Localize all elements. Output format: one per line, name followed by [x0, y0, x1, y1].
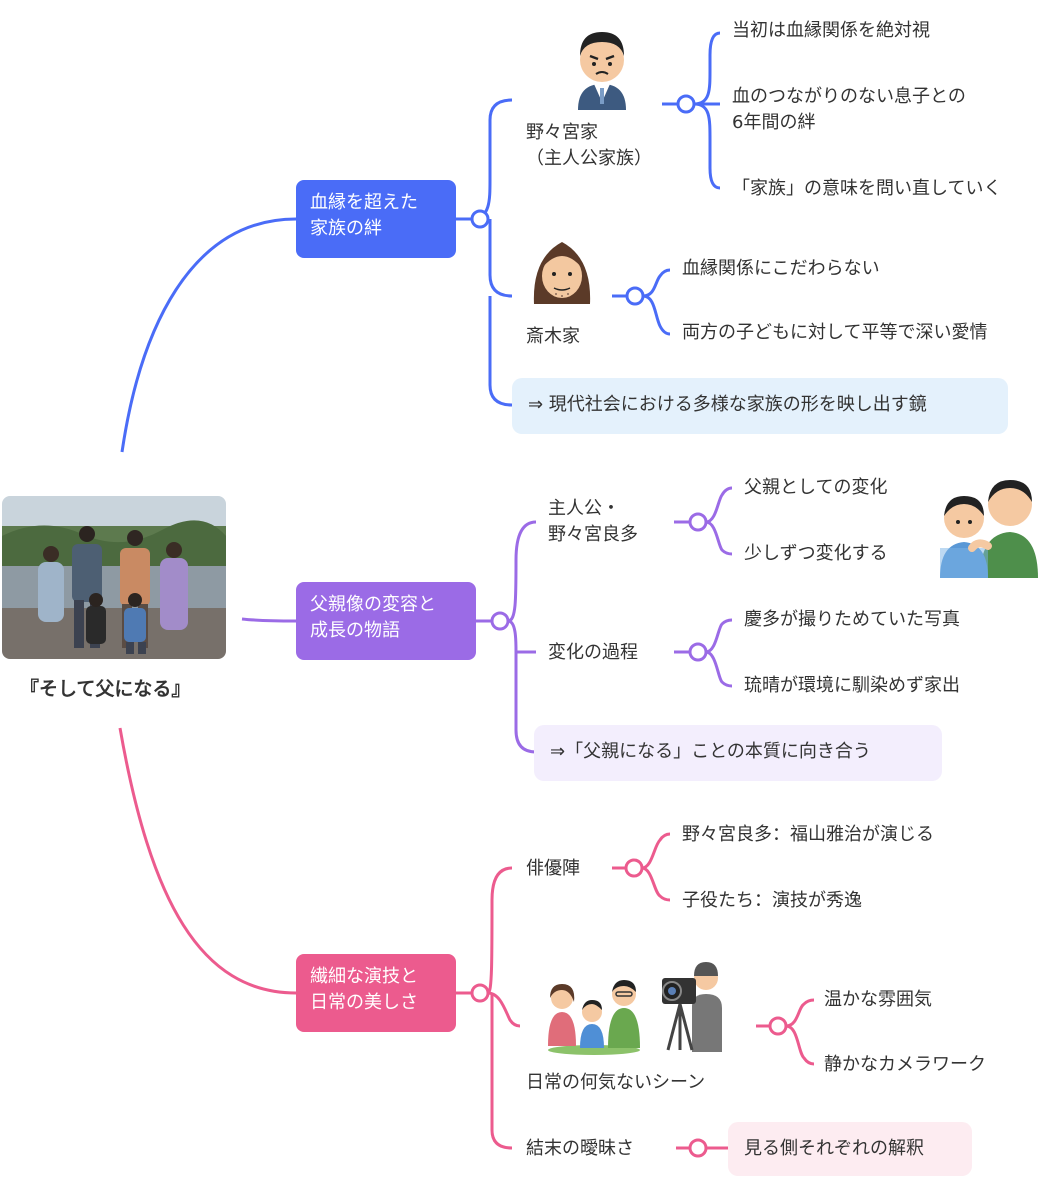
- leaf-viewer-interpretation: 見る側それぞれの解釈: [728, 1122, 972, 1176]
- node-cast: 俳優陣: [526, 858, 580, 879]
- businessman-icon: [572, 26, 632, 110]
- leaf-six-year-bond: 血のつながりのない息子との 6年間の絆: [732, 86, 966, 133]
- node-daily-scenes: 日常の何気ないシーン: [526, 1072, 706, 1093]
- branch-acting-daily: 繊細な演技と 日常の美しさ: [296, 954, 456, 1032]
- branch-blood-bond: 血縁を超えた 家族の絆: [296, 180, 456, 258]
- conclusion-diverse-families: ⇒ 現代社会における多様な家族の形を映し出す鏡: [512, 378, 1008, 434]
- node-nonomiya-family: 野々宮家 （主人公家族）: [526, 122, 652, 169]
- cameraman-icon: [658, 956, 724, 1052]
- leaf-child-actors: 子役たち：演技が秀逸: [682, 890, 862, 911]
- leaf-fukuyama: 野々宮良多：福山雅治が演じる: [682, 824, 934, 845]
- node-ryota: 主人公・ 野々宮良多: [548, 498, 638, 545]
- leaf-change-as-father: 父親としての変化: [744, 477, 888, 498]
- leaf-ryusei-runaway: 琉晴が環境に馴染めず家出: [744, 675, 960, 696]
- node-ambiguous-ending: 結末の曖昧さ: [526, 1138, 634, 1159]
- family-photo: [2, 496, 226, 659]
- leaf-question-family: 「家族」の意味を問い直していく: [732, 178, 1002, 199]
- conclusion-become-father: ⇒「父親になる」ことの本質に向き合う: [534, 725, 942, 781]
- leaf-no-blood-concern: 血縁関係にこだわらない: [682, 258, 880, 279]
- leaf-blood-absolute: 当初は血縁関係を絶対視: [732, 20, 930, 41]
- long-hair-man-icon: [528, 238, 596, 304]
- leaf-equal-love: 両方の子どもに対して平等で深い愛情: [682, 322, 988, 343]
- node-saiki-family: 斎木家: [526, 326, 580, 347]
- leaf-warm-atmosphere: 温かな雰囲気: [824, 989, 932, 1010]
- branch-father-growth: 父親像の変容と 成長の物語: [296, 582, 476, 660]
- node-process-of-change: 変化の過程: [548, 642, 638, 663]
- father-son-icon: [934, 474, 1038, 578]
- root-title: 『そして父になる』: [20, 678, 191, 700]
- leaf-quiet-camera: 静かなカメラワーク: [824, 1054, 986, 1075]
- leaf-keita-photos: 慶多が撮りためていた写真: [744, 609, 960, 630]
- family-picnic-icon: [546, 976, 642, 1056]
- leaf-gradual-change: 少しずつ変化する: [744, 543, 888, 564]
